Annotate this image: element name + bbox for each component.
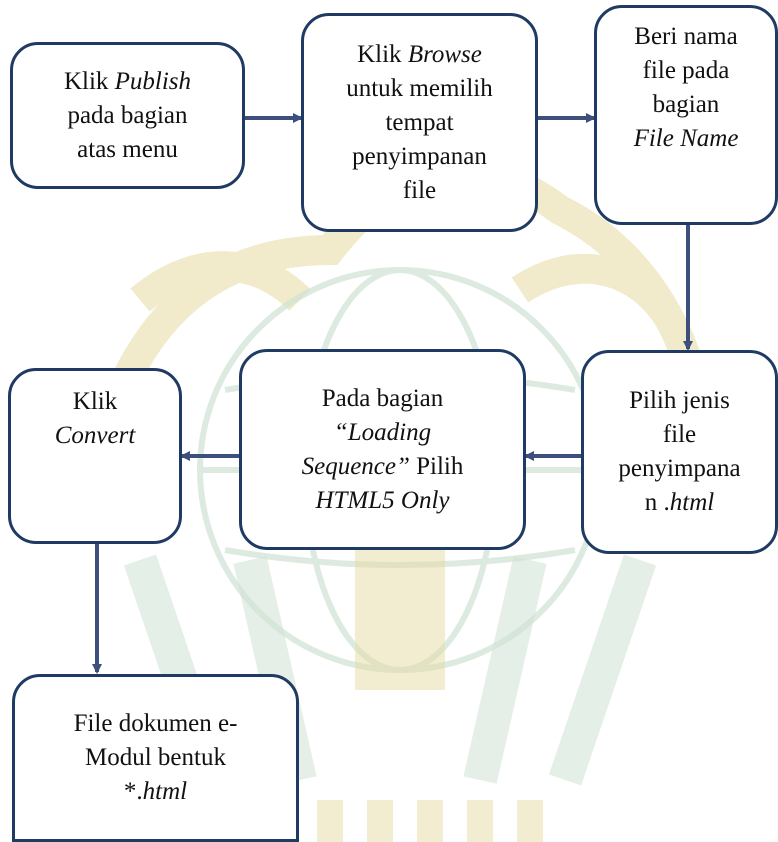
filename-line4: File Name <box>633 125 739 152</box>
publish-line3: atas menu <box>77 135 178 163</box>
loading-line2: “Loading <box>333 418 432 446</box>
browse-keyword: Browse <box>407 40 482 68</box>
node-klik-publish: Klik Publish pada bagian atas menu <box>10 42 245 189</box>
publish-line1-text: Klik <box>63 67 115 95</box>
browse-line2: untuk memilih <box>346 74 493 102</box>
browse-line5: file <box>402 176 437 204</box>
filetype-extension: html <box>669 489 715 516</box>
node-file-dokumen-emodul: File dokumen e- Modul bentuk *.html <box>12 674 299 842</box>
node-klik-browse: Klik Browse untuk memilih tempat penyimp… <box>301 13 538 232</box>
node-klik-convert: Klik Convert <box>8 368 182 544</box>
result-extension: html <box>142 778 188 805</box>
loading-line3-keyword: Sequence” <box>301 452 410 480</box>
loading-line4: HTML5 Only <box>315 486 450 514</box>
filetype-line3: penyimpana <box>618 455 741 482</box>
node-loading-sequence: Pada bagian “Loading Sequence” Pilih HTM… <box>239 349 526 550</box>
result-line3-text: *. <box>123 778 143 805</box>
loading-line3-text: Pilih <box>409 452 464 480</box>
filetype-line2: file <box>662 421 697 448</box>
filename-line3: bagian <box>652 91 720 118</box>
browse-line1-text: Klik <box>357 40 408 68</box>
convert-line1: Klik <box>72 388 118 415</box>
filetype-line4-text: n . <box>644 489 670 516</box>
result-line2: Modul bentuk <box>85 744 226 771</box>
publish-line2: pada bagian <box>67 101 188 129</box>
node-pilih-jenis-file: Pilih jenis file penyimpana n .html <box>581 350 778 554</box>
filename-line2: file pada <box>642 57 730 84</box>
filename-line1: Beri nama <box>634 23 738 50</box>
loading-line1: Pada bagian <box>321 384 444 412</box>
filetype-line1: Pilih jenis <box>629 387 730 414</box>
browse-line4: penyimpanan <box>352 142 487 170</box>
browse-line3: tempat <box>385 108 454 136</box>
publish-keyword: Publish <box>114 67 192 95</box>
result-line1: File dokumen e- <box>73 710 238 737</box>
convert-keyword: Convert <box>54 422 136 449</box>
node-beri-nama-file: Beri nama file pada bagian File Name <box>594 5 778 225</box>
